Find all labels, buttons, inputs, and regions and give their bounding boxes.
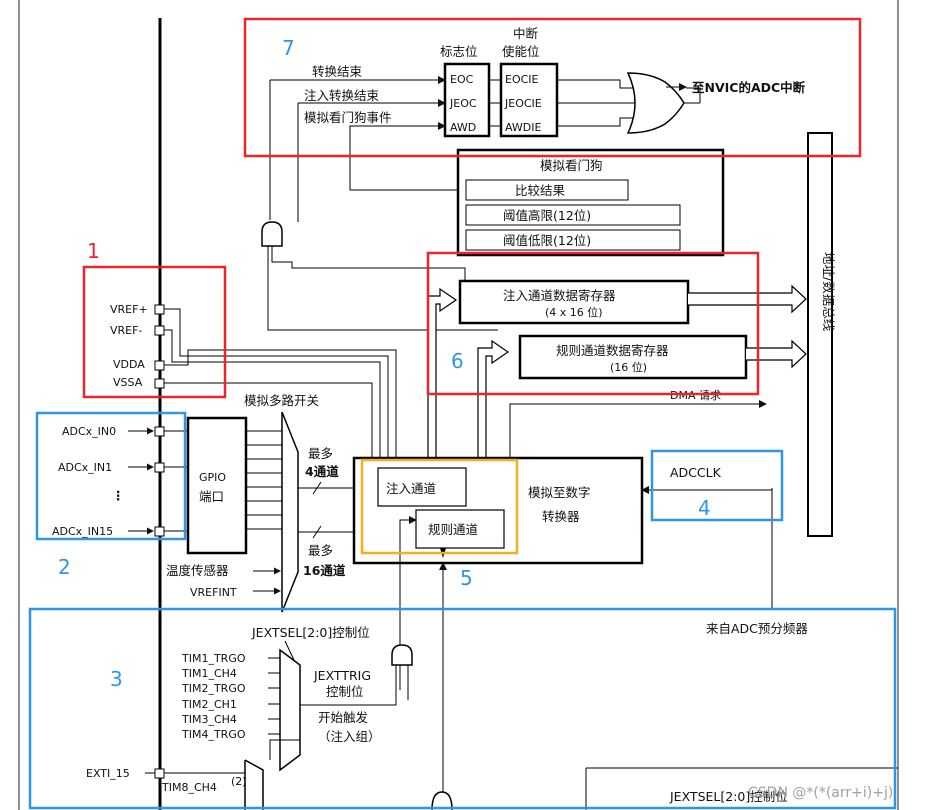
and-gate-icon: [261, 221, 283, 247]
trigger-source-4: TIM2_CH1: [181, 698, 237, 711]
region-number-4: 4: [698, 496, 711, 520]
threshold-high: 阈值高限(12位): [503, 208, 591, 223]
highlight-box-2: [35, 411, 187, 541]
max4-line2: 4通道: [305, 464, 339, 479]
trigger-source-3: TIM2_TRGO: [181, 682, 246, 695]
threshold-low: 阈值低限(12位): [503, 233, 591, 248]
highlight-box-3: [28, 607, 897, 810]
injected-to-bus-arrow: [688, 284, 807, 314]
jexttrig-and-gate-icon: [391, 644, 413, 666]
region-number-3: 3: [110, 667, 123, 691]
gpio-label-1: GPIO: [199, 471, 226, 484]
bus-label: 地址/数据总线: [821, 252, 836, 332]
trigger-source-6: TIM4_TRGO: [181, 728, 246, 741]
injected-register-size: (4 x 16 位): [545, 305, 603, 319]
compare-result-box: [465, 179, 629, 201]
awd-event-label: 模拟看门狗事件: [304, 110, 392, 125]
gpio-port-box: [186, 416, 248, 555]
enable-jeocie: JEOCIE: [504, 97, 542, 110]
jeoc-event-label: 注入转换结束: [304, 88, 380, 103]
regular-register-title: 规则通道数据寄存器: [556, 343, 669, 358]
threshold-low-box: [465, 229, 681, 251]
injected-channel: 注入通道: [386, 481, 437, 496]
highlight-box-1: [82, 265, 227, 399]
flag-box: [443, 62, 491, 138]
injected-register-title: 注入通道数据寄存器: [503, 288, 616, 303]
injected-channel-box: [377, 467, 467, 507]
input-in1: ADCx_IN1: [58, 461, 112, 474]
gpio-label-2: 端口: [199, 489, 224, 504]
highlight-box-4: [650, 449, 784, 522]
eoc-event-label: 转换结束: [312, 64, 363, 79]
region-number-2: 2: [58, 555, 71, 579]
trigger-source-2: TIM1_CH4: [181, 667, 237, 680]
watchdog-title: 模拟看门狗: [540, 158, 603, 173]
tim8-footnote: (2): [231, 775, 247, 788]
adcclk-label: ADCCLK: [670, 465, 722, 480]
jextsel-label: JEXTSEL[2:0]控制位: [251, 625, 370, 640]
region-number-6: 6: [451, 349, 464, 373]
dma-request: DMA 请求: [670, 389, 721, 402]
or-gate-icon: [626, 72, 685, 134]
adc-title-2: 转换器: [542, 509, 580, 524]
regular-data-register: [518, 334, 748, 380]
trigger-mux-icon: [279, 648, 301, 772]
to-nvic-label: 至NVIC的ADC中断: [692, 80, 806, 95]
enable-awdie: AWDIE: [505, 121, 542, 134]
analog-mux-icon: [281, 411, 299, 613]
highlight-box-6: [426, 251, 760, 396]
flag-awd: AWD: [450, 121, 476, 134]
trigger-source-5: TIM3_CH4: [181, 713, 237, 726]
enable-eocie: EOCIE: [505, 73, 539, 86]
flag-eoc: EOC: [450, 73, 474, 86]
vssa: VSSA: [113, 376, 143, 389]
tim8-ch4-label: TIM8_CH4: [161, 781, 217, 794]
vref-plus: VREF+: [110, 303, 148, 316]
jexttrig-line2: 控制位: [326, 684, 364, 699]
threshold-high-box: [465, 204, 681, 226]
region-number-1: 1: [87, 239, 100, 263]
region-number-5: 5: [460, 566, 473, 590]
start-trigger-line2: （注入组）: [318, 729, 381, 744]
vref-minus: VREF-: [110, 324, 142, 337]
regular-to-bus-arrow: [746, 339, 807, 369]
prescaler-label: 来自ADC预分频器: [706, 621, 808, 636]
flag-jeoc: JEOC: [449, 97, 477, 110]
vdda: VDDA: [113, 358, 145, 371]
start-trigger-line1: 开始触发: [318, 710, 369, 725]
input-dots: ⋮: [112, 488, 125, 503]
highlight-box-5: [360, 458, 519, 555]
highlight-box-7: [243, 17, 862, 158]
adc-title-1: 模拟至数字: [528, 485, 591, 500]
trigger-source-1: TIM1_TRGO: [181, 652, 246, 665]
mux-title: 模拟多路开关: [244, 393, 319, 408]
max4-line1: 最多: [308, 446, 333, 461]
enable-box: [499, 62, 559, 138]
address-data-bus: [807, 132, 833, 537]
input-in0: ADCx_IN0: [62, 425, 116, 438]
temp-sensor-label: 温度传感器: [166, 563, 229, 578]
jexttrig-line1: JEXTTRIG: [313, 668, 371, 683]
input-in15: ADCx_IN15: [52, 525, 113, 538]
max16-line1: 最多: [308, 543, 333, 558]
regular-channel: 规则通道: [428, 522, 479, 537]
exti15-label: EXTI_15: [86, 767, 130, 780]
watermark: CSDN @*(*(arr+i)+j): [748, 785, 893, 801]
regular-register-size: (16 位): [610, 360, 647, 374]
vrefint-label: VREFINT: [190, 586, 237, 599]
jextsel-bottom-label: JEXTSEL[2:0]控制位: [669, 789, 788, 804]
region-number-7: 7: [282, 36, 295, 60]
flag-header: 标志位: [440, 44, 478, 59]
max16-line2: 16通道: [303, 563, 346, 578]
compare-result: 比较结果: [515, 183, 566, 198]
lower-mux-icon: [244, 759, 264, 810]
injected-data-register: [458, 279, 690, 325]
regular-channel-box: [415, 509, 505, 549]
interrupt-header-1: 中断: [513, 26, 538, 41]
interrupt-header-2: 使能位: [502, 44, 540, 59]
